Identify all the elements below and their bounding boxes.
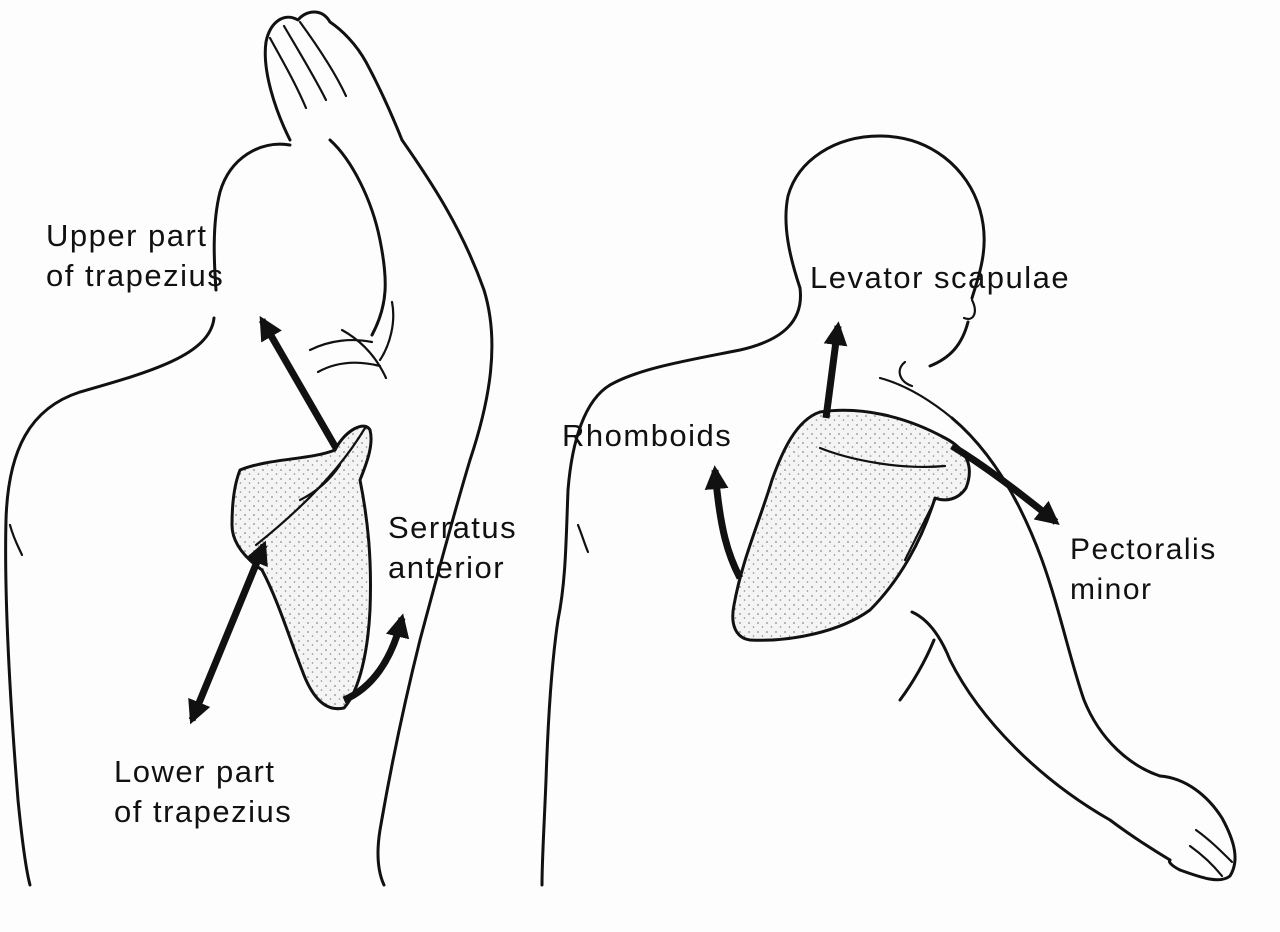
right-arm-lower	[910, 610, 1172, 862]
serratus-anterior-arrow	[342, 613, 410, 704]
left-armpit	[308, 300, 395, 380]
right-arm-upper	[950, 416, 1162, 778]
right-back-outline	[540, 383, 612, 887]
left-figure	[4, 10, 494, 887]
left-hand-fingers	[268, 20, 348, 110]
label-rhomboids: Rhomboids	[562, 418, 733, 453]
lower-trapezius-arrow	[188, 540, 268, 725]
left-arm-outer	[400, 138, 494, 642]
right-hand-fingers	[1188, 828, 1234, 878]
right-scapula-spine	[818, 446, 947, 562]
left-scapula-edge	[298, 463, 342, 502]
right-scapula	[731, 408, 971, 642]
rhomboids-arrow	[704, 465, 744, 580]
label-pectoralis-minor: Pectoralis minor	[1070, 533, 1217, 606]
upper-trapezius-arrow	[258, 315, 340, 450]
label-serratus-anterior: Serratus anterior	[388, 510, 518, 585]
levator-scapulae-arrow	[822, 321, 848, 419]
left-head	[212, 142, 292, 292]
label-levator-scapulae: Levator scapulae	[810, 260, 1071, 295]
right-clavicle-lines	[878, 360, 954, 420]
left-side-outline	[376, 638, 422, 887]
right-figure	[540, 134, 1237, 887]
left-back-outline	[4, 316, 216, 887]
pectoralis-minor-arrow	[950, 443, 1060, 525]
right-torso-front	[898, 638, 936, 702]
right-waist	[576, 523, 590, 554]
label-upper-trapezius: Upper part of trapezius	[46, 218, 225, 293]
left-neck-face	[328, 138, 387, 337]
label-lower-trapezius: Lower part of trapezius	[114, 754, 293, 829]
right-head	[784, 134, 986, 300]
right-ear	[962, 298, 976, 320]
right-throat	[928, 320, 970, 368]
right-neck	[608, 286, 802, 387]
left-raised-hand	[263, 10, 404, 142]
left-waist	[8, 523, 24, 557]
right-hand	[1158, 774, 1237, 882]
